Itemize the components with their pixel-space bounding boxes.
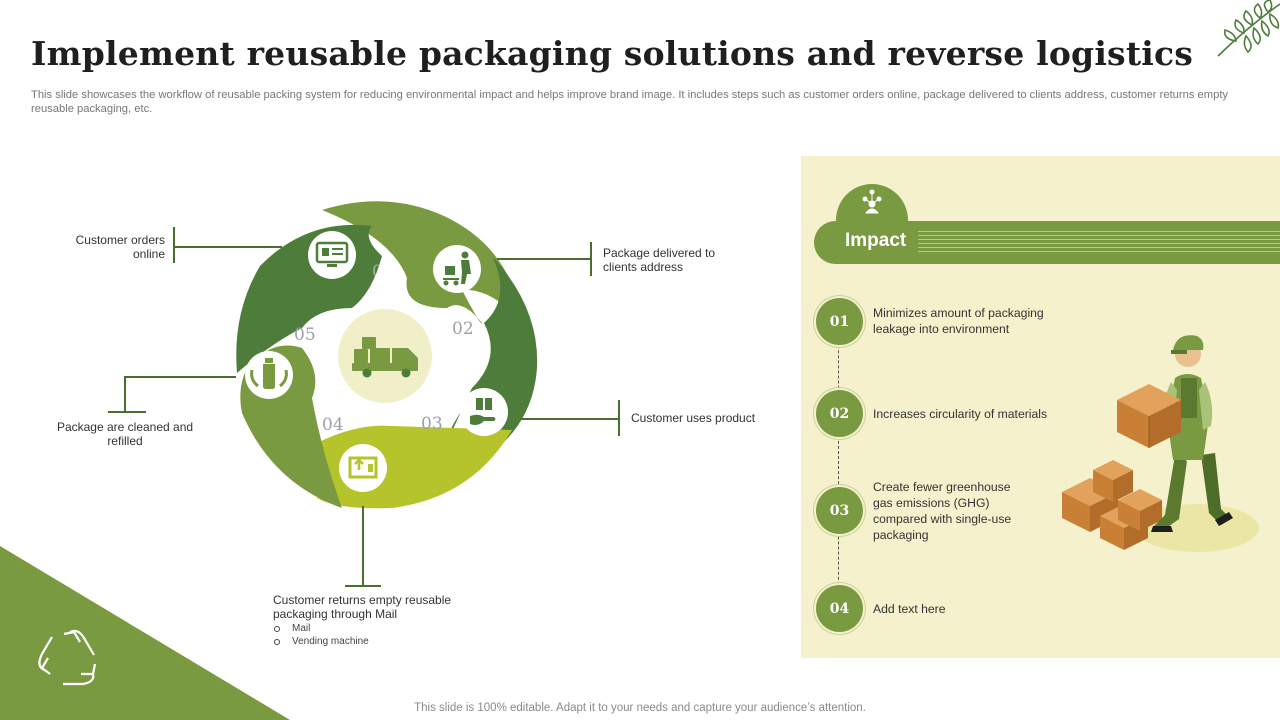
connector-03 bbox=[520, 418, 619, 420]
delivery-person-trolley-icon bbox=[433, 245, 481, 293]
cycle-diagram: 01 02 03 04 05 bbox=[236, 201, 538, 509]
impact-dome bbox=[836, 184, 908, 221]
step-label-05: Package are cleaned and refilled bbox=[56, 420, 194, 448]
impact-text-01: Minimizes amount of packaging leakage in… bbox=[873, 306, 1044, 336]
bottle-recycle-icon bbox=[245, 351, 293, 399]
segment-02 bbox=[322, 201, 522, 324]
connector-03-cap bbox=[618, 400, 620, 436]
step-label-03: Customer uses product bbox=[631, 411, 756, 425]
worker-carrying-boxes-illustration bbox=[1062, 335, 1259, 552]
corner-decoration bbox=[0, 546, 290, 720]
impact-text-03: Create fewer greenhouse gas emissions (G… bbox=[873, 480, 1012, 542]
computer-order-icon bbox=[308, 231, 356, 279]
impact-number-03: 03 bbox=[816, 487, 863, 534]
step-number-05: 05 bbox=[294, 325, 316, 345]
connector-01-cap bbox=[173, 227, 175, 263]
worker-figure bbox=[1151, 335, 1233, 532]
connector-05 bbox=[124, 376, 236, 378]
step-number-03: 03 bbox=[421, 414, 443, 434]
page-subtitle: This slide showcases the workflow of reu… bbox=[31, 89, 1229, 115]
hand-gift-icon bbox=[460, 388, 508, 436]
step-number-01: 01 bbox=[372, 262, 394, 282]
return-box-icon bbox=[339, 444, 387, 492]
impact-number-01: 01 bbox=[816, 298, 863, 345]
recycle-icon bbox=[38, 629, 97, 686]
connector-05-v bbox=[124, 377, 126, 412]
impact-header-bar bbox=[814, 221, 1280, 264]
network-people-icon bbox=[862, 189, 882, 214]
list-item: Vending machine bbox=[273, 635, 369, 648]
list-item: Mail bbox=[273, 622, 369, 635]
step-label-04: Customer returns empty reusable packagin… bbox=[273, 593, 452, 621]
impact-bar-stripes bbox=[918, 231, 1280, 255]
box-stack bbox=[1062, 460, 1162, 550]
connector-04 bbox=[362, 506, 364, 586]
return-options-list: Mail Vending machine bbox=[273, 622, 369, 648]
impact-text-02: Increases circularity of materials bbox=[873, 407, 1048, 421]
connector-04-cap bbox=[345, 585, 381, 587]
step-label-01: Customer orders online bbox=[75, 233, 165, 261]
connector-05-cap bbox=[108, 411, 146, 413]
impact-text-04: Add text here bbox=[873, 602, 946, 616]
leaf-icon bbox=[1217, 0, 1280, 57]
carried-box bbox=[1117, 384, 1181, 448]
impact-number-04: 04 bbox=[816, 585, 863, 632]
step-label-02: Package delivered to clients address bbox=[603, 246, 716, 274]
connector-02-cap bbox=[590, 242, 592, 276]
page-title: Implement reusable packaging solutions a… bbox=[31, 34, 1194, 73]
impact-title: Impact bbox=[845, 230, 907, 251]
connector-01 bbox=[174, 246, 282, 248]
impact-timeline bbox=[838, 300, 839, 620]
delivery-truck-icon bbox=[352, 337, 418, 378]
step-number-04: 04 bbox=[322, 415, 344, 435]
step-number-02: 02 bbox=[452, 319, 474, 339]
footer-note: This slide is 100% editable. Adapt it to… bbox=[414, 702, 866, 714]
connector-02 bbox=[497, 258, 591, 260]
impact-number-02: 02 bbox=[816, 390, 863, 437]
